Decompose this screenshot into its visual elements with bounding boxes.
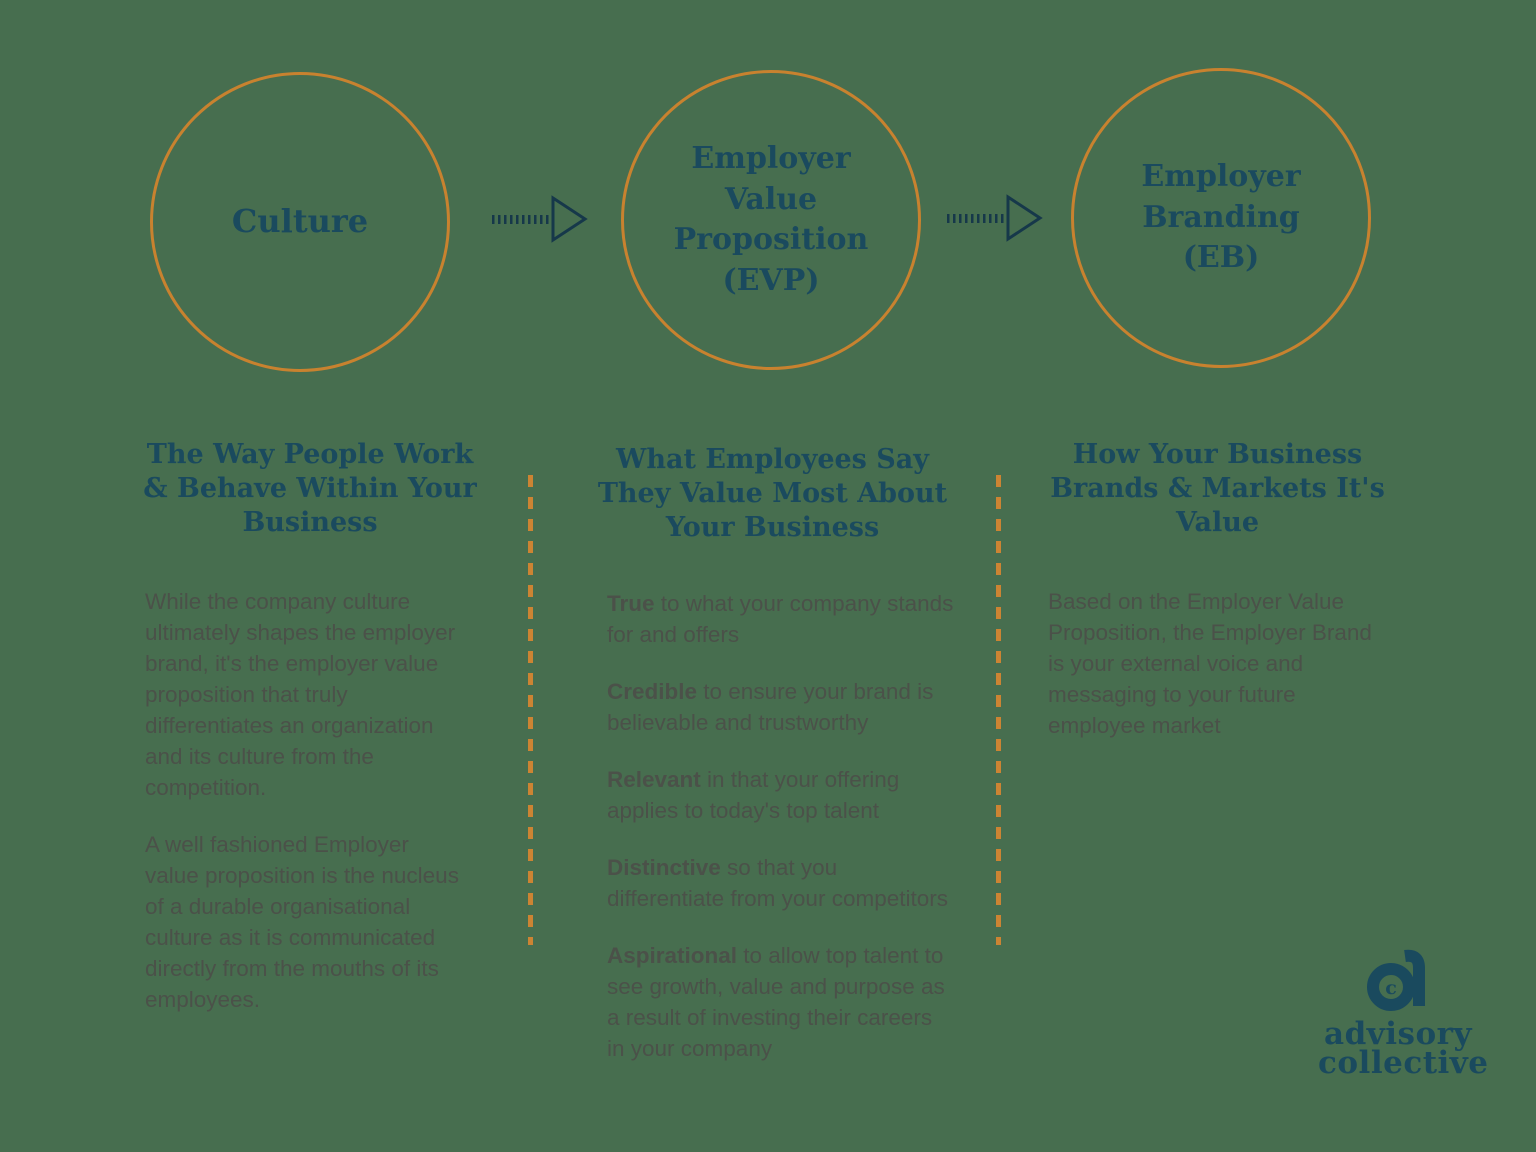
circle-label-line: Value [724, 181, 818, 217]
circle-label-line: Employer [691, 141, 851, 176]
value-item: Credible to ensure your brand is believa… [607, 676, 955, 738]
value-item-lead: True [607, 591, 655, 616]
logo-inner-c: c [1385, 977, 1397, 999]
eb-column-heading: How Your Business Brands & Markets It's … [1035, 438, 1400, 539]
evp-column-heading: What Employees Say They Value Most About… [595, 443, 950, 544]
culture-column-body: While the company culture ultimately sha… [145, 586, 467, 1041]
value-item-lead: Aspirational [607, 943, 738, 968]
logo-wordmark: advisory collective [1318, 1016, 1489, 1081]
evp-circle-label: Employer Value Proposition (EVP) [666, 139, 876, 301]
logo-word-advisory: advisory [1323, 1016, 1473, 1052]
culture-circle: Culture [150, 72, 450, 372]
heading-line: Value [1175, 506, 1260, 538]
culture-circle-label: Culture [195, 200, 405, 243]
value-item: Relevant in that your offering applies t… [607, 764, 955, 826]
heading-line: Your Business [665, 511, 880, 543]
heading-line: How Your Business [1072, 439, 1363, 470]
circle-label-line: (EVP) [722, 262, 820, 298]
arrow-dashes-icon [492, 214, 549, 224]
body-paragraph: While the company culture ultimately sha… [145, 589, 456, 800]
advisory-collective-logo: c advisory collective [1318, 948, 1489, 1081]
body-paragraph: A well fashioned Employer value proposit… [145, 832, 459, 1012]
heading-line: Brands & Markets It's [1050, 472, 1385, 504]
evp-circle: Employer Value Proposition (EVP) [621, 70, 921, 370]
circle-label-line: Employer [1141, 159, 1301, 195]
circle-label-line: Culture [231, 202, 369, 241]
value-item: Distinctive so that you differentiate fr… [607, 852, 955, 914]
heading-line: Business [242, 506, 378, 538]
value-item-rest: in that your offering applies to today's… [607, 767, 900, 823]
circle-label-line: (EB) [1182, 240, 1260, 276]
value-item-lead: Credible [607, 679, 698, 704]
value-item: Aspirational to allow top talent to see … [607, 940, 955, 1064]
arrow-head-icon [551, 195, 588, 243]
arrow-evp-to-eb [947, 194, 1043, 242]
logo-word-collective: collective [1318, 1045, 1489, 1081]
eb-circle: Employer Branding (EB) [1071, 68, 1371, 368]
eb-column-body: Based on the Employer Value Proposition,… [1048, 586, 1383, 767]
heading-line: & Behave Within Your [143, 472, 477, 504]
circle-label-line: Proposition [673, 222, 869, 257]
arrow-dashes-icon [947, 213, 1004, 223]
heading-line: What Employees Say [616, 444, 929, 475]
arrow-head-icon [1006, 194, 1043, 242]
culture-column-heading: The Way People Work & Behave Within Your… [130, 438, 490, 539]
column-divider [528, 475, 533, 945]
eb-circle-label: Employer Branding (EB) [1116, 157, 1326, 279]
value-item-rest: to what your company stands for and offe… [607, 591, 954, 647]
value-item-lead: Relevant [607, 767, 701, 792]
heading-line: They Value Most About [597, 477, 948, 509]
heading-line: The Way People Work [146, 439, 474, 470]
value-item-lead: Distinctive [607, 855, 721, 880]
value-item-rest: to allow top talent to see growth, value… [607, 943, 945, 1061]
logo-a-mark-icon: c [1367, 949, 1425, 1011]
arrow-culture-to-evp [492, 195, 588, 243]
value-item-rest: so that you differentiate from your comp… [607, 855, 948, 911]
value-item-rest: to ensure your brand is believable and t… [607, 679, 934, 735]
column-divider [996, 475, 1001, 945]
evp-column-body: True to what your company stands for and… [607, 588, 955, 1090]
body-paragraph: Based on the Employer Value Proposition,… [1048, 589, 1372, 738]
circle-label-line: Branding [1142, 199, 1300, 235]
value-item: True to what your company stands for and… [607, 588, 955, 650]
